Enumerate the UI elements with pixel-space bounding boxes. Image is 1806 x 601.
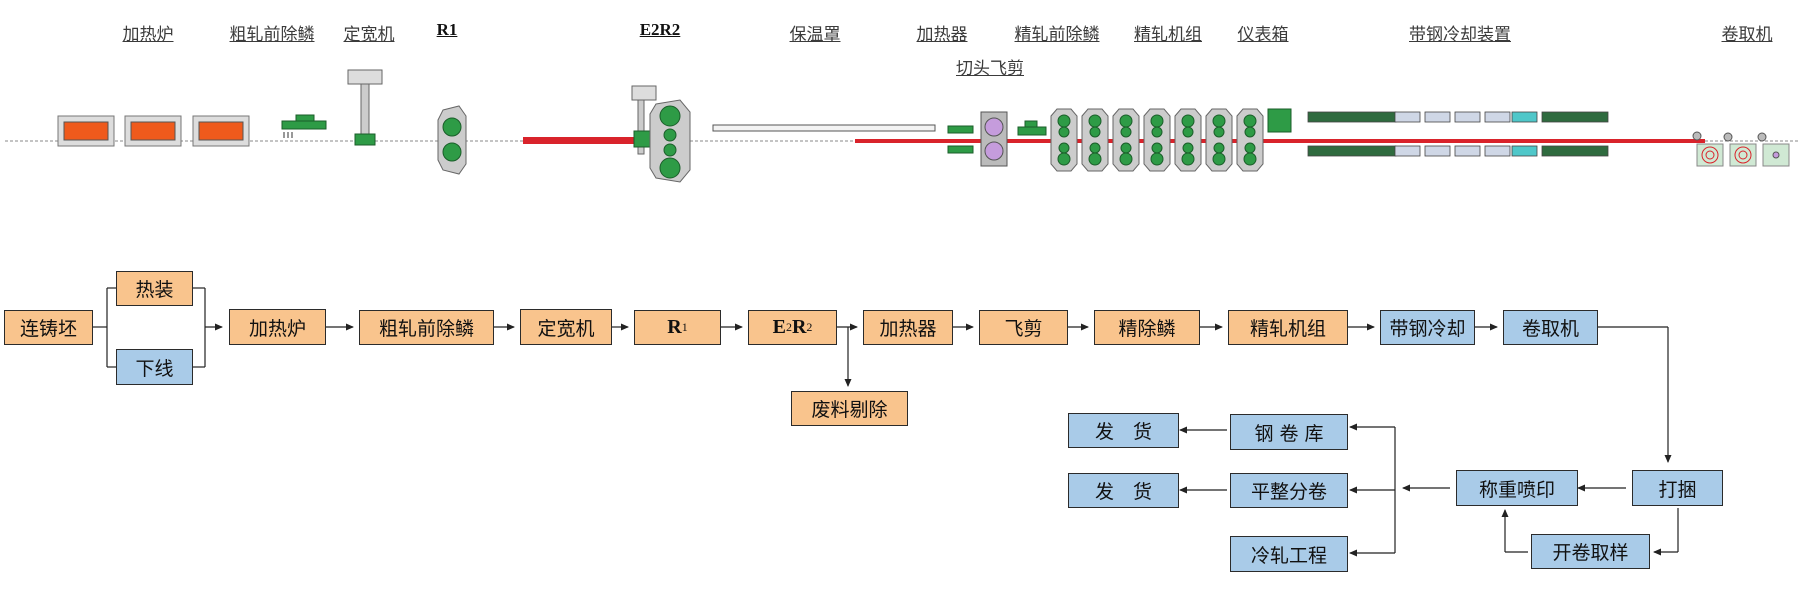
box-skin-pass: 平整分卷 (1230, 473, 1348, 508)
r2-main-text: R (791, 316, 807, 338)
box-ship-1: 发 货 (1068, 413, 1179, 448)
finishing-stands-icon (1050, 108, 1264, 172)
box-uncoil-sample: 开卷取样 (1531, 534, 1650, 569)
finishing-stand (1081, 108, 1109, 172)
cooling-header (1424, 145, 1451, 157)
cooling-header (1307, 145, 1397, 157)
box-cold-rolling: 冷轧工程 (1230, 536, 1348, 572)
r1-stand-icon (437, 105, 467, 175)
cooling-header (1541, 145, 1609, 157)
cooling-header (1424, 111, 1451, 123)
box-offline: 下线 (116, 349, 193, 385)
label-cooling-device: 带钢冷却装置 (1409, 25, 1511, 45)
box-hot-charge: 热装 (116, 271, 193, 306)
label-sizing-press: 定宽机 (343, 25, 395, 45)
box-heater: 加热器 (863, 310, 953, 345)
cooling-header (1394, 111, 1421, 123)
e-subscript: 2 (785, 320, 792, 334)
cooling-header (1394, 145, 1421, 157)
box-scrap-removal: 废料剔除 (791, 391, 908, 426)
box-coil-store: 钢 卷 库 (1230, 414, 1348, 450)
cooling-header (1484, 145, 1511, 157)
label-crop-shear: 切头飞剪 (956, 59, 1024, 79)
box-finish-descale: 精除鳞 (1094, 310, 1200, 345)
instrument-box-icon (1267, 108, 1292, 133)
e2r2-stand-icon (631, 85, 691, 183)
cooling-header (1511, 145, 1538, 157)
finishing-stand (1112, 108, 1140, 172)
slab-bar (523, 137, 635, 144)
label-coiler: 卷取机 (1721, 25, 1773, 45)
label-finish-descale: 精轧前除鳞 (1014, 25, 1100, 45)
sizing-press-icon (347, 69, 383, 146)
cooling-header (1541, 111, 1609, 123)
box-coiler: 卷取机 (1503, 310, 1598, 345)
heater-icon (947, 125, 974, 154)
label-finishing-mill: 精轧机组 (1134, 25, 1202, 45)
box-weigh-mark: 称重喷印 (1456, 470, 1578, 506)
coiler-icon (1692, 131, 1790, 167)
r1-main-text: R (667, 316, 682, 338)
finish-descaler-icon (1017, 120, 1047, 136)
cooling-header (1511, 111, 1538, 123)
finishing-stand (1050, 108, 1078, 172)
box-ship-2: 发 货 (1068, 473, 1179, 508)
label-instrument-box: 仪表箱 (1237, 25, 1289, 45)
box-furnace: 加热炉 (229, 309, 326, 345)
cooling-headers-icon (1307, 111, 1609, 157)
finishing-stand (1236, 108, 1264, 172)
box-finishing-mill: 精轧机组 (1228, 310, 1348, 345)
label-heater: 加热器 (916, 25, 968, 45)
box-strip-cooling: 带钢冷却 (1380, 310, 1475, 345)
box-flying-shear: 飞剪 (979, 310, 1068, 345)
label-r1: R1 (436, 20, 458, 39)
box-sizing-press: 定宽机 (520, 309, 612, 345)
label-furnace: 加热炉 (122, 25, 174, 45)
cooling-header (1307, 111, 1397, 123)
r1-subscript: 1 (681, 320, 688, 334)
box-strapping: 打捆 (1632, 470, 1723, 506)
label-e2r2: E2R2 (639, 20, 681, 39)
finishing-stand (1205, 108, 1233, 172)
flow-connectors (93, 287, 1679, 557)
crop-shear-icon (980, 111, 1008, 167)
reheating-furnace-icon (57, 115, 250, 147)
cooling-header (1484, 111, 1511, 123)
label-rough-descale: 粗轧前除鳞 (229, 25, 315, 45)
label-heat-cover: 保温罩 (789, 25, 841, 45)
heat-cover-icon (712, 124, 936, 132)
finishing-stand (1174, 108, 1202, 172)
finishing-stand (1143, 108, 1171, 172)
r2-subscript: 2 (806, 320, 813, 334)
rough-descaler-icon (281, 114, 327, 138)
cooling-header (1454, 145, 1481, 157)
box-rough-descale: 粗轧前除鳞 (359, 310, 494, 345)
cooling-header (1454, 111, 1481, 123)
e-main-text: E (772, 316, 786, 338)
box-cast-slab: 连铸坯 (4, 310, 93, 345)
